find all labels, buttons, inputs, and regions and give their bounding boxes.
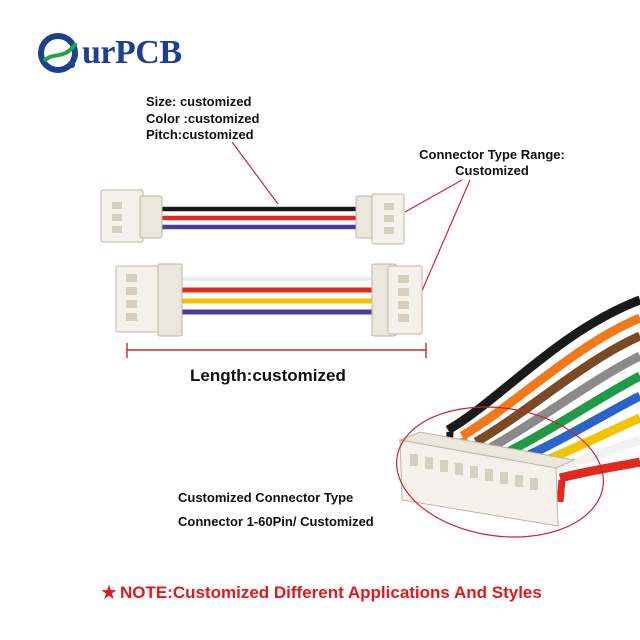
spec-list: Size: customized Color :customized Pitch…: [146, 94, 259, 144]
connector-right: [371, 263, 423, 337]
range-callout-line-top: [404, 179, 463, 213]
connector-left: [115, 263, 183, 337]
spec-size: Size: customized: [146, 94, 252, 109]
cable-4pin: [115, 263, 423, 337]
connector-range-label: Connector Type Range: Customized: [400, 147, 584, 179]
spec-color: Color :customized: [146, 110, 260, 126]
range-callout-line-bottom: [417, 179, 471, 301]
spec-pitch: Pitch:customized: [146, 127, 254, 142]
length-dimension: [126, 343, 427, 358]
ourpcb-logo-icon: [38, 33, 78, 73]
connector-range-line2: Customized: [455, 163, 529, 178]
note-text: NOTE:Customized Different Applications A…: [119, 582, 542, 602]
brand-name: urPCB: [82, 34, 182, 71]
length-label: Length:customized: [190, 366, 346, 385]
star-icon: ★: [100, 582, 118, 604]
connector-callout-ellipse: [396, 406, 604, 538]
connector-type-line1: Customized Connector Type: [178, 490, 354, 505]
brand-logo: urPCB: [36, 28, 182, 78]
connector-left: [100, 189, 163, 243]
note-banner: ★ NOTE:Customized Different Applications…: [100, 580, 542, 605]
cable-3pin: [100, 189, 405, 245]
connector-type-line2: Connector 1-60Pin/ Customized: [178, 514, 374, 529]
size-callout-line: [231, 141, 279, 205]
connector-range-line1: Connector Type Range:: [419, 147, 565, 162]
cable-multipin: [398, 295, 640, 527]
connector-right: [355, 193, 405, 245]
connector-type-label: Customized Connector Type Connector 1-60…: [178, 486, 374, 534]
